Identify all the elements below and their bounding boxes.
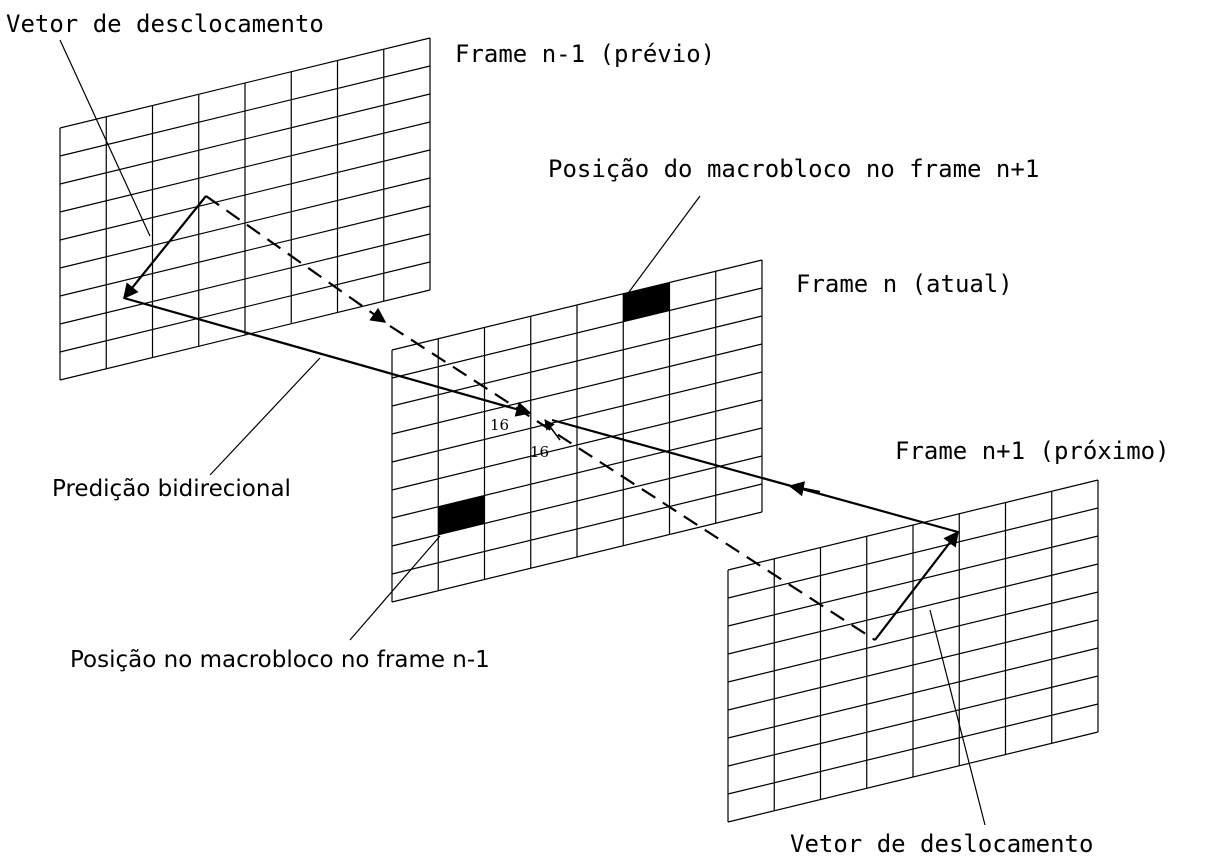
grid-line-horizontal (391, 287, 763, 379)
macroblock-prev-position (438, 495, 485, 535)
grid-line-horizontal (59, 205, 431, 297)
grid-line-horizontal (391, 259, 763, 351)
frame-current-grid (391, 259, 763, 603)
label-posicao-macrobloco-next: Posição do macrobloco no frame n+1 (548, 155, 1040, 183)
grid-line-horizontal (59, 65, 431, 157)
frame-next-grid (727, 479, 1099, 823)
grid-line-horizontal (727, 563, 1099, 655)
forward-dashed-arrow (205, 195, 387, 323)
grid-line-horizontal (391, 343, 763, 435)
grid-line-horizontal (727, 731, 1099, 823)
grid-line-horizontal (59, 261, 431, 353)
grid-line-horizontal (59, 177, 431, 269)
bidirectional-vector-next (551, 418, 959, 534)
grid-line-horizontal (59, 289, 431, 381)
grid-line-horizontal (59, 121, 431, 213)
grid-line-horizontal (391, 511, 763, 603)
label-frame-prev: Frame n-1 (prévio) (455, 40, 716, 68)
grid-line-horizontal (727, 619, 1099, 711)
grid-line-horizontal (59, 37, 431, 129)
label-vetor-desclocamento: Vetor de desclocamento (6, 10, 324, 38)
grid-line-horizontal (391, 371, 763, 463)
grid-line-horizontal (727, 675, 1099, 767)
label-predicao-bidirecional: Predição bidirecional (52, 476, 291, 502)
macroblock-next-position (623, 282, 670, 322)
leader-line-pos-next (625, 195, 701, 297)
grid-line-horizontal (59, 233, 431, 325)
grid-line-horizontal (391, 483, 763, 575)
displacement-vector-next (874, 530, 959, 641)
grid-line-horizontal (391, 399, 763, 491)
block-size-label-vertical: 16 (530, 443, 550, 461)
bidirectional-vector-prev (123, 296, 532, 417)
grid-line-horizontal (59, 93, 431, 185)
grid-line-horizontal (727, 703, 1099, 795)
label-posicao-macrobloco-prev: Posição no macrobloco no frame n-1 (70, 647, 490, 673)
grid-line-horizontal (727, 535, 1099, 627)
leader-line-vetor-bottom (929, 609, 986, 826)
label-frame-next: Frame n+1 (próximo) (895, 437, 1170, 465)
leader-line-pos-prev (349, 535, 441, 641)
grid-line-horizontal (727, 479, 1099, 571)
grid-line-horizontal (727, 591, 1099, 683)
block-size-label-horizontal: 16 (490, 416, 510, 434)
leader-line-predicao (209, 357, 321, 476)
grid-line-horizontal (391, 427, 763, 519)
leader-line-vetor-top (59, 39, 151, 237)
grid-line-horizontal (727, 507, 1099, 599)
dashed-path-line (389, 325, 876, 641)
block-size-arrow (544, 419, 561, 441)
grid-line-horizontal (727, 647, 1099, 739)
vectors-layer (59, 39, 986, 826)
displacement-vector-prev (123, 195, 207, 300)
bidirectional-arrowhead-next (788, 481, 821, 497)
label-frame-current: Frame n (atual) (796, 270, 1013, 298)
frame-prev-grid (59, 37, 431, 381)
label-vetor-deslocamento: Vetor de deslocamento (790, 830, 1094, 858)
grid-line-horizontal (59, 149, 431, 241)
